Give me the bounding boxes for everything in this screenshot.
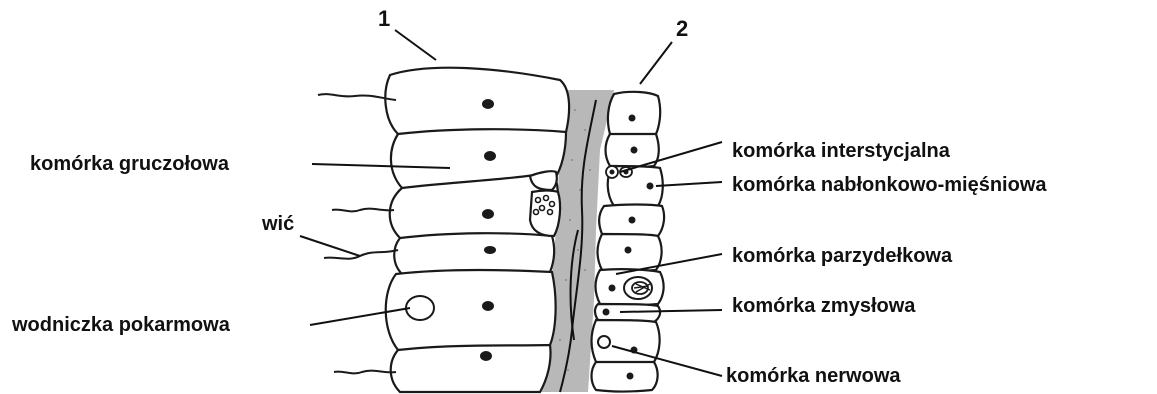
- nucleus: [647, 183, 654, 190]
- cell: [608, 92, 660, 136]
- label-flagellum: wić: [261, 213, 294, 235]
- cell: [391, 345, 551, 392]
- label-food-vacuole: wodniczka pokarmowa: [11, 314, 231, 336]
- layer-2-number: 2: [676, 16, 688, 41]
- nucleus: [609, 285, 616, 292]
- label-sensory-cell: komórka zmysłowa: [732, 295, 916, 317]
- nucleus: [484, 151, 496, 161]
- nematocyst: [624, 277, 652, 299]
- food-vacuole: [406, 296, 434, 320]
- nerve-cell-body: [598, 336, 610, 348]
- nucleus: [629, 115, 636, 122]
- nucleus: [480, 351, 492, 361]
- nucleus: [482, 209, 494, 219]
- label-glandular-cell: komórka gruczołowa: [30, 153, 230, 175]
- label-nerve-cell: komórka nerwowa: [726, 365, 901, 387]
- label-epithelial-muscle-cell: komórka nabłonkowo-mięśniowa: [732, 174, 1047, 196]
- nucleus: [603, 309, 610, 316]
- label-cnidocyte: komórka parzydełkowa: [732, 245, 953, 267]
- gastrodermis-cells: [385, 68, 569, 392]
- cell: [592, 362, 658, 392]
- nucleus: [627, 373, 634, 380]
- nucleus: [631, 147, 638, 154]
- nucleus: [629, 217, 636, 224]
- nucleus: [625, 247, 632, 254]
- nucleus: [484, 246, 496, 254]
- flagella: [318, 94, 398, 373]
- cell: [385, 68, 569, 136]
- cell: [394, 233, 554, 275]
- label-interstitial-cell: komórka interstycjalna: [732, 140, 951, 162]
- nucleus: [482, 99, 494, 109]
- layer-1-number: 1: [378, 6, 390, 31]
- nucleus: [482, 301, 494, 311]
